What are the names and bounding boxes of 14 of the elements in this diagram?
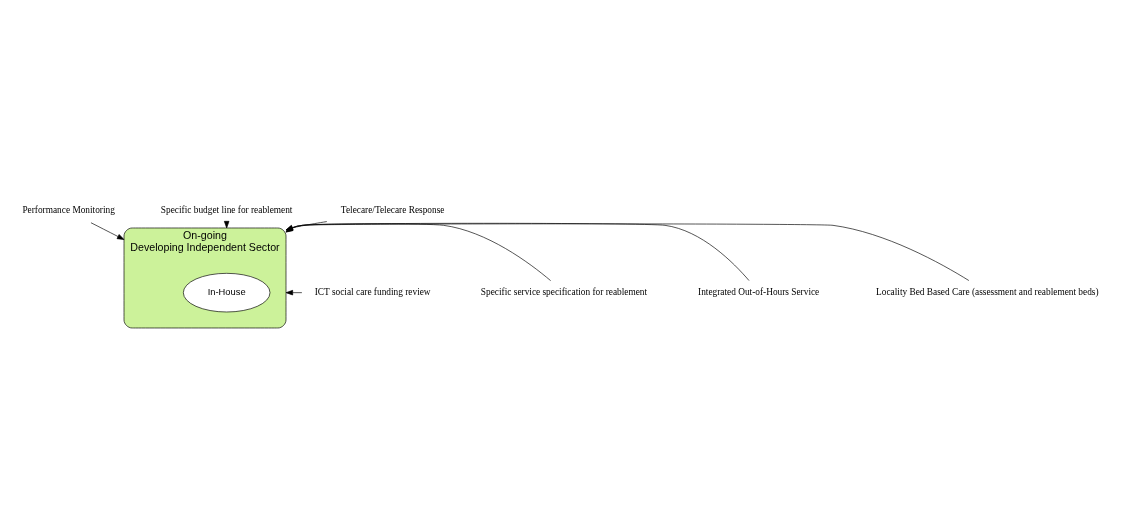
arrow [285,289,303,295]
node-text: Locality Bed Based Care (assessment and reablement beds) [876,286,1099,297]
arrow [285,223,970,281]
node-text: Performance Monitoring [22,204,115,215]
node-text: ICT social care funding review [314,286,431,297]
node-text: Telecare/Telecare Response [340,204,445,215]
arrow [285,220,328,232]
arrow [285,222,750,281]
node-text: Specific service specification for reablement [480,286,648,297]
node-text: Specific budget line for reablement [160,204,293,215]
arrow [90,221,125,240]
arrow [285,222,551,281]
node-text: Integrated Out-of-Hours Service [698,286,820,297]
node-ellipse: In-House [183,272,271,312]
